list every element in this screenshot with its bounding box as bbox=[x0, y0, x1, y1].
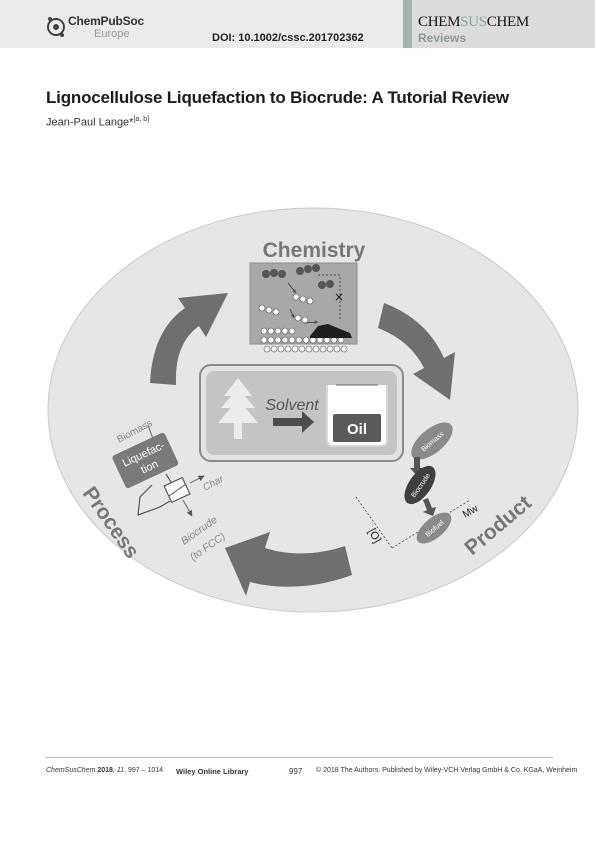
solvent-box: Solvent Oil bbox=[199, 364, 404, 462]
publisher-name: ChemPubSoc bbox=[68, 14, 145, 28]
author-name[interactable]: Jean-Paul Lange* bbox=[46, 116, 134, 129]
wiley-online-library-link[interactable]: Wiley Online Library bbox=[176, 767, 249, 776]
page-header: ChemPubSoc Europe DOI: 10.1002/cssc.2017… bbox=[0, 0, 595, 52]
separator-icon bbox=[163, 476, 191, 504]
footer-rule bbox=[46, 757, 553, 758]
journal-logo-pre: CHEM bbox=[418, 14, 461, 30]
liquefaction-reactor: Liquefac- tion bbox=[112, 432, 179, 489]
char-deposit-icon bbox=[310, 324, 352, 338]
copyright-notice: © 2018 The Authors. Published by Wiley-V… bbox=[316, 767, 578, 774]
section-label: Reviews bbox=[418, 31, 467, 45]
chemistry-label: Chemistry bbox=[263, 239, 366, 262]
journal-logo-post: CHEM bbox=[486, 14, 529, 30]
article-title: Lignocellulose Liquefaction to Biocrude:… bbox=[46, 88, 509, 107]
arrow-product-to-process bbox=[225, 532, 352, 596]
blocked-reaction-icon: × bbox=[334, 290, 344, 304]
chemistry-inset: × bbox=[249, 262, 358, 353]
char-output-line bbox=[189, 475, 205, 484]
doi-link[interactable]: DOI: 10.1002/cssc.201702362 bbox=[212, 32, 364, 44]
biocrude-output-line bbox=[182, 499, 193, 517]
affiliation-marks: [a, b] bbox=[133, 116, 150, 123]
stage-biocrude: Biocrude bbox=[404, 465, 436, 505]
journal-logo[interactable]: CHEMSUSCHEM bbox=[418, 14, 529, 31]
page-number: 997 bbox=[289, 767, 303, 776]
stage-biofuel: Biofuel bbox=[416, 512, 452, 544]
footer-journal: ChemSusChem bbox=[46, 767, 96, 774]
molecule-chain-icon bbox=[262, 264, 334, 289]
solvent-arrow-icon bbox=[273, 411, 314, 433]
journal-accent-bar bbox=[403, 0, 412, 48]
solvent-label: Solvent bbox=[265, 397, 319, 414]
publisher-region: Europe bbox=[94, 28, 130, 40]
footer-pages: , 997 – 1014 bbox=[124, 767, 164, 774]
tree-icon bbox=[218, 378, 258, 439]
publisher-logo[interactable]: ChemPubSoc Europe bbox=[46, 12, 146, 46]
stage-biomass: Biomass bbox=[411, 422, 453, 460]
stage-arrow-2 bbox=[423, 498, 436, 516]
author-line: Jean-Paul Lange*[a, b] bbox=[46, 116, 149, 129]
arrow-chemistry-to-product bbox=[378, 303, 455, 400]
chempubsoc-logo-icon bbox=[47, 17, 65, 37]
footer-citation: ChemSusChem 2018, 11, 997 – 1014 bbox=[46, 767, 164, 774]
reaction-arrows-icon bbox=[287, 274, 341, 325]
footer-year: 2018 bbox=[97, 767, 113, 774]
arrow-process-to-chemistry bbox=[150, 293, 228, 385]
journal-logo-mid: SUS bbox=[460, 14, 487, 30]
oil-beaker-icon bbox=[326, 384, 388, 447]
journal-band bbox=[403, 0, 595, 48]
footer-volume: 11 bbox=[116, 767, 125, 774]
oil-label: Oil bbox=[347, 421, 367, 438]
